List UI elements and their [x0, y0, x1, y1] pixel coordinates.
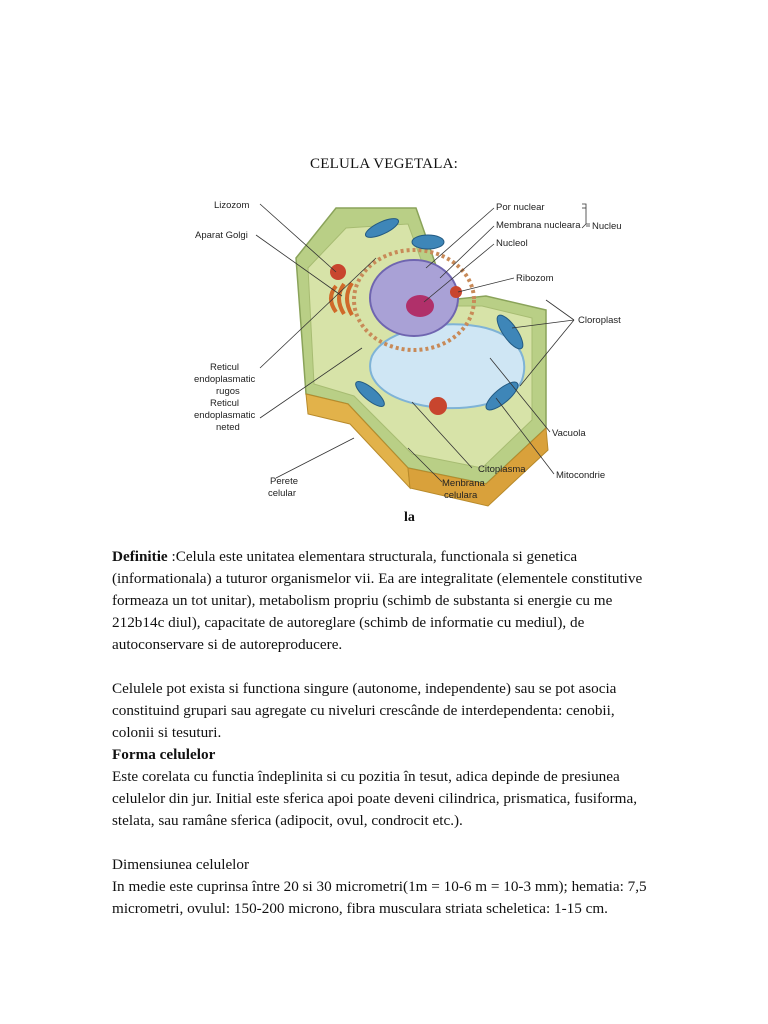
endoplasmic-reticulum [352, 248, 476, 352]
label-membrana-nucleara: Membrana nucleara [496, 220, 581, 231]
cell-wall-front-right [407, 426, 549, 507]
mitochondrion-1 [364, 218, 400, 238]
label-membrana-celulara-2: celulara [444, 490, 478, 501]
paragraph-2-text: Celulele pot exista si functiona singure… [112, 680, 617, 741]
ribosome-2 [429, 397, 447, 415]
label-reticul-rugos-2: endoplasmatic [194, 374, 256, 385]
forma-body: Este corelata cu functia îndeplinita si … [112, 768, 638, 829]
label-nucleol: Nucleol [496, 238, 528, 249]
definitie-body: :Celula este unitatea elementara structu… [112, 548, 643, 653]
label-citoplasma: Citoplasma [478, 464, 526, 475]
label-reticul-neted-2: endoplasmatic [194, 410, 256, 421]
chloroplast-2 [485, 381, 519, 411]
plant-cell-diagram: Lizozom Aparat Golgi Reticul endoplasmat… [194, 200, 622, 507]
label-reticul-neted-3: neted [216, 422, 240, 433]
label-vacuola: Vacuola [552, 428, 586, 439]
label-cloroplast: Cloroplast [578, 315, 621, 326]
forma-heading: Forma celulelor [112, 746, 216, 763]
nucleolus [406, 295, 434, 317]
label-perete-2: celular [268, 488, 296, 499]
definitie-paragraph: Definitie :Celula este unitatea elementa… [112, 546, 660, 656]
label-aparat-golgi: Aparat Golgi [195, 230, 248, 241]
label-por-nuclear: Por nuclear [496, 202, 545, 213]
figure-caption: la [404, 510, 415, 525]
golgi-apparatus [329, 281, 354, 317]
label-reticul-rugos-3: rugos [216, 386, 240, 397]
label-reticul-rugos-1: Reticul [210, 362, 239, 373]
definitie-heading: Definitie [112, 548, 168, 565]
label-nucleu: Nucleu [592, 221, 622, 232]
mitochondrion-2 [411, 234, 445, 250]
label-lizozom: Lizozom [214, 200, 249, 211]
cell-illustration [295, 207, 549, 507]
dimensiunea-section: Dimensiunea celulelor In medie este cupr… [112, 854, 660, 920]
dimensiunea-body: In medie este cuprinsa între 20 si 30 mi… [112, 878, 647, 917]
page-title: CELULA VEGETALA: [310, 156, 458, 172]
lysosome [330, 264, 346, 280]
label-mitocondrie: Mitocondrie [556, 470, 605, 481]
dimensiunea-heading: Dimensiunea celulelor [112, 856, 250, 873]
forma-section: Forma celulelor Este corelata cu functia… [112, 744, 660, 832]
leader-lines [255, 203, 590, 483]
ribosome [450, 286, 462, 298]
label-membrana-celulara-1: Menbrana [442, 478, 485, 489]
paragraph-2: Celulele pot exista si functiona singure… [112, 678, 660, 744]
mitochondrion-3 [355, 381, 385, 407]
label-ribozom: Ribozom [516, 273, 554, 284]
chloroplast-1 [496, 314, 524, 350]
label-perete-1: Perete [270, 476, 298, 487]
label-reticul-neted-1: Reticul [210, 398, 239, 409]
